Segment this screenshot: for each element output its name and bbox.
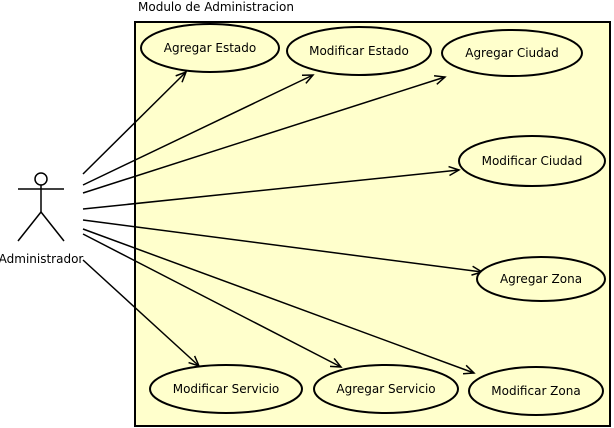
actor-administrador[interactable]: Administrador bbox=[0, 172, 83, 266]
actor-right-leg bbox=[40, 211, 65, 242]
association-line bbox=[82, 74, 314, 186]
association-line bbox=[82, 233, 342, 368]
use-case-label: Agregar Ciudad bbox=[465, 46, 559, 60]
arrow-head bbox=[301, 74, 315, 84]
use-case-modificar-estado[interactable]: Modificar Estado bbox=[286, 26, 432, 76]
use-case-ellipse bbox=[468, 366, 604, 416]
association-line bbox=[82, 169, 460, 210]
use-case-label: Modificar Zona bbox=[491, 384, 580, 398]
use-case-agregar-zona[interactable]: Agregar Zona bbox=[476, 256, 606, 302]
association-line bbox=[82, 228, 475, 374]
use-case-label: Agregar Zona bbox=[500, 272, 582, 286]
actor-label: Administrador bbox=[0, 252, 83, 266]
associations bbox=[82, 70, 484, 375]
arrow-head bbox=[433, 75, 447, 85]
use-case-ellipse bbox=[441, 29, 583, 77]
use-case-ellipse bbox=[476, 256, 606, 302]
actor-left-leg bbox=[17, 211, 42, 242]
use-case-label: Agregar Estado bbox=[164, 41, 256, 55]
association-modificar-estado bbox=[82, 74, 315, 186]
arrow-head bbox=[175, 70, 188, 83]
use-case-label: Modificar Servicio bbox=[173, 382, 280, 396]
use-case-label: Modificar Estado bbox=[309, 44, 409, 58]
use-case-ellipse bbox=[313, 364, 459, 414]
arrow-head bbox=[448, 165, 461, 177]
system-boundary bbox=[134, 21, 611, 427]
association-line bbox=[82, 259, 200, 367]
association-agregar-ciudad bbox=[82, 75, 447, 194]
actor-head bbox=[34, 172, 48, 186]
association-line bbox=[82, 76, 446, 194]
use-case-ellipse bbox=[140, 23, 280, 73]
use-case-agregar-servicio[interactable]: Agregar Servicio bbox=[313, 364, 459, 414]
use-case-ellipse bbox=[458, 135, 606, 187]
arrow-head bbox=[462, 364, 476, 375]
use-case-modificar-zona[interactable]: Modificar Zona bbox=[468, 366, 604, 416]
association-line bbox=[82, 219, 483, 273]
use-case-agregar-ciudad[interactable]: Agregar Ciudad bbox=[441, 29, 583, 77]
association-agregar-servicio bbox=[82, 233, 343, 368]
use-case-label: Modificar Ciudad bbox=[482, 154, 583, 168]
association-modificar-zona bbox=[82, 228, 476, 375]
use-case-ellipse bbox=[149, 364, 303, 414]
system-title: Modulo de Administracion bbox=[138, 0, 294, 14]
use-case-modificar-servicio[interactable]: Modificar Servicio bbox=[149, 364, 303, 414]
association-line bbox=[82, 71, 187, 175]
association-modificar-ciudad bbox=[82, 165, 461, 210]
use-case-modificar-ciudad[interactable]: Modificar Ciudad bbox=[458, 135, 606, 187]
use-case-agregar-estado[interactable]: Agregar Estado bbox=[140, 23, 280, 73]
use-case-ellipse bbox=[286, 26, 432, 76]
association-agregar-estado bbox=[82, 70, 188, 175]
arrow-head bbox=[329, 357, 343, 368]
use-case-label: Agregar Servicio bbox=[336, 382, 435, 396]
use-cases: Agregar Estado Modificar Estado Agregar Ci… bbox=[140, 23, 606, 416]
